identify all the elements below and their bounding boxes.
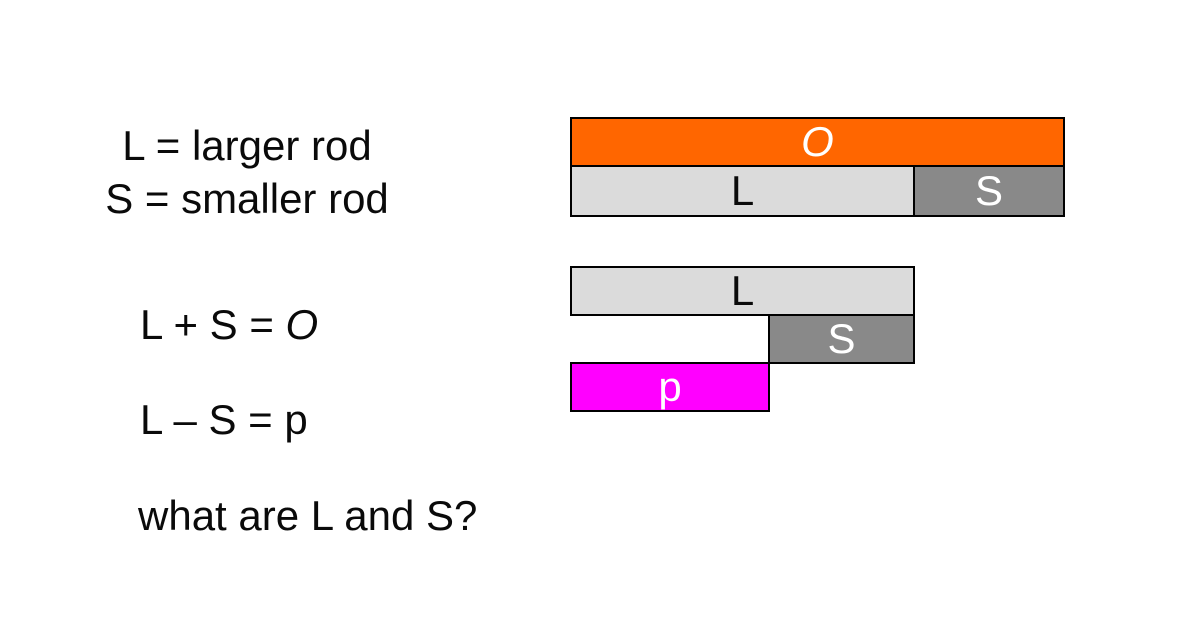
question-text: what are L and S? [138, 492, 478, 539]
l-rod-label-sum: L [730, 167, 755, 214]
equation-sum-result: O [285, 301, 319, 348]
l-rod-bar-difference: L [570, 266, 915, 316]
legend-line-smaller-rod: S = smaller rod [105, 175, 389, 222]
l-rod-label-difference: L [730, 267, 755, 314]
s-rod-bar-sum: S [913, 165, 1065, 217]
equation-sum-lhs: L + S = [140, 301, 286, 348]
s-rod-label-difference: S [827, 315, 856, 362]
equation-difference: L – S = p [140, 396, 308, 443]
p-rod-label: p [658, 363, 682, 410]
equation-sum: L + S = O [140, 303, 318, 347]
rod-legend: L = larger rod S = smaller rod [88, 119, 406, 225]
s-rod-bar-difference: S [768, 314, 915, 364]
legend-line-larger-rod: L = larger rod [122, 122, 372, 169]
l-rod-bar-sum: L [570, 165, 915, 217]
o-rod-bar: O [570, 117, 1065, 167]
s-rod-label-sum: S [974, 167, 1003, 214]
o-rod-label: O [801, 118, 834, 165]
p-rod-bar: p [570, 362, 770, 412]
